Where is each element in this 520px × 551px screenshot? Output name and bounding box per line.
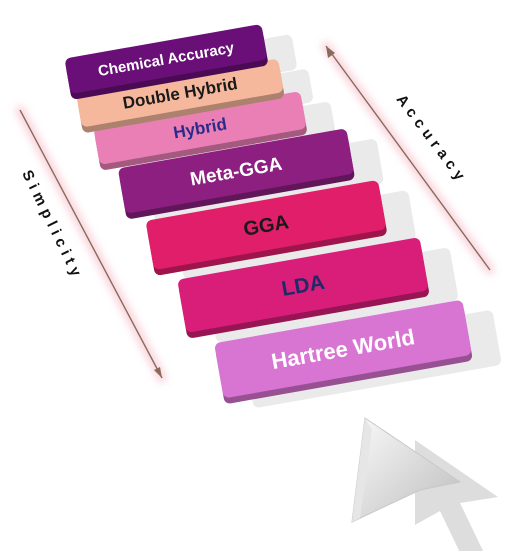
rung-face: [178, 238, 428, 332]
rung-lda: LDA: [178, 238, 429, 338]
accuracy-arrow-line: [325, 45, 491, 271]
rung-face: [65, 24, 267, 94]
pointer-arrow-icon: [351, 417, 498, 551]
rung-face: [146, 180, 386, 270]
accuracy-arrowhead: [326, 46, 335, 58]
rungs-group: Hartree WorldLDAGGAMeta-GGAHybridDouble …: [65, 24, 473, 404]
rung-face: [94, 92, 306, 164]
rung-double-hybrid: Double Hybrid: [77, 59, 284, 133]
rung-gga: GGA: [146, 180, 387, 276]
rung-face: [118, 129, 354, 213]
rung-hybrid: Hybrid: [94, 92, 307, 170]
rung-meta-gga: Meta-GGA: [118, 129, 355, 219]
simplicity-arrowhead: [154, 367, 162, 378]
simplicity-arrow-line: [19, 109, 163, 379]
rung-face: [77, 59, 283, 127]
accuracy-axis: [321, 41, 495, 275]
rung-face: [215, 300, 471, 398]
simplicity-axis: [15, 105, 167, 383]
rung-hartree-world: Hartree World: [215, 300, 473, 404]
